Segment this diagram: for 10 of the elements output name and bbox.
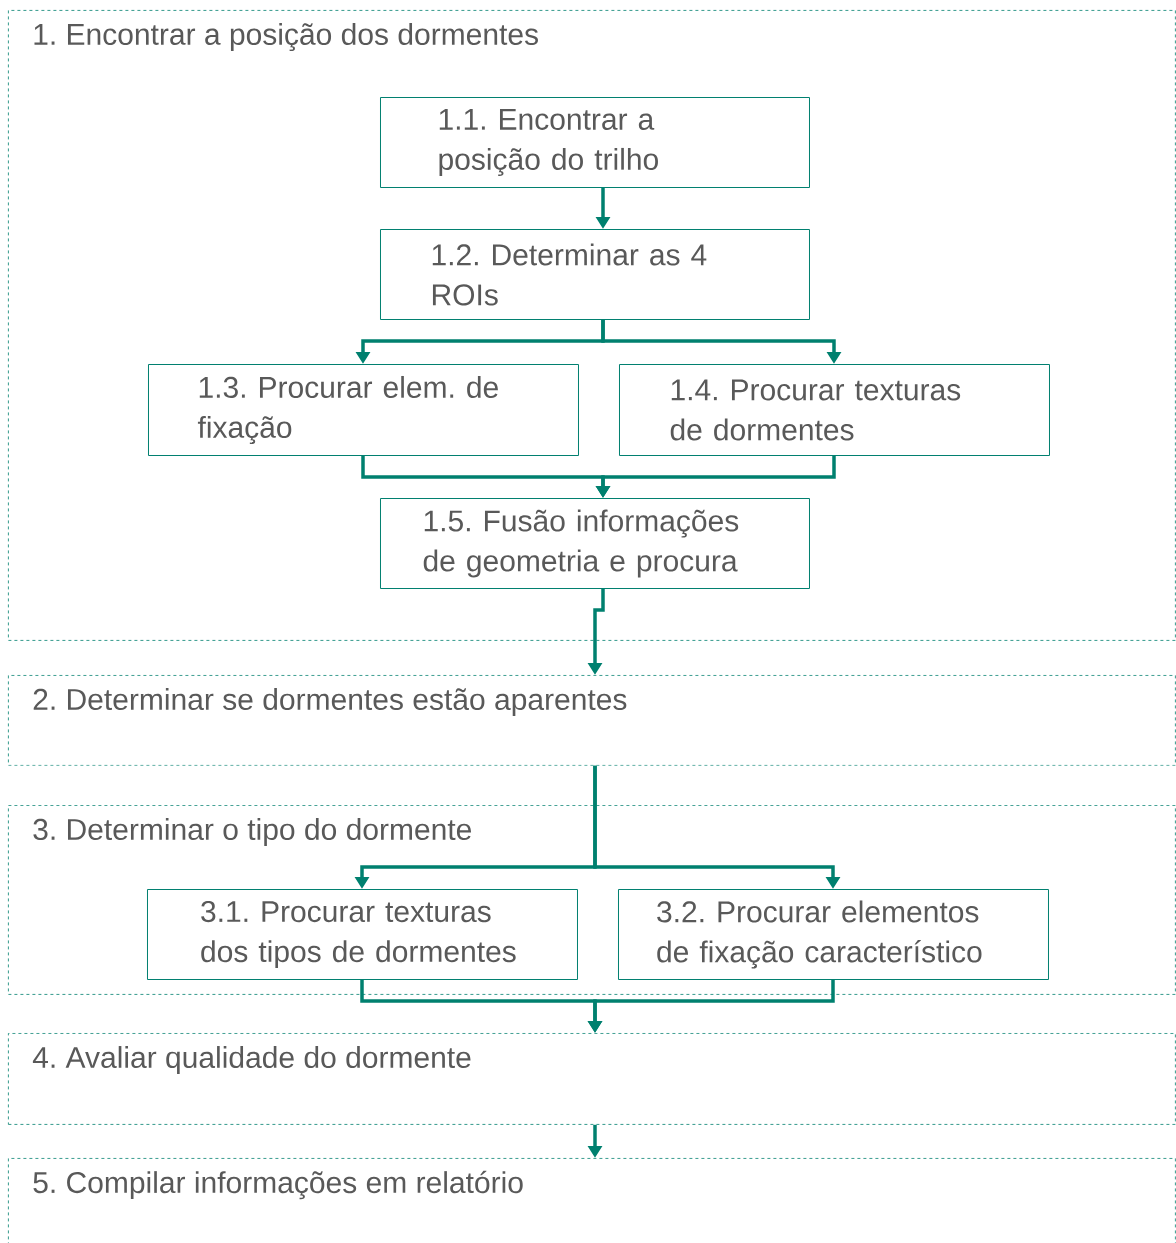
dashed-frame: 2. Determinar se dormentes estão aparentes (8, 675, 1176, 766)
process-box: 3.1. Procurar texturas dos tipos de dormentes (147, 889, 578, 980)
dashed-frame: 4. Avaliar qualidade do dormente (8, 1033, 1176, 1125)
process-box: 3.2. Procurar elementos de fixação característico (618, 889, 1049, 980)
process-box: 1.1. Encontrar a posição do trilho (380, 97, 810, 188)
process-box: 1.2. Determinar as 4 ROIs (380, 229, 810, 320)
process-box: 1.3. Procurar elem. de fixação (148, 364, 579, 456)
dashed-frame: 5. Compilar informações em relatório (8, 1158, 1176, 1243)
process-box: 1.5. Fusão informações de geometria e procura (380, 498, 810, 589)
process-box: 1.4. Procurar texturas de dormentes (619, 364, 1050, 456)
